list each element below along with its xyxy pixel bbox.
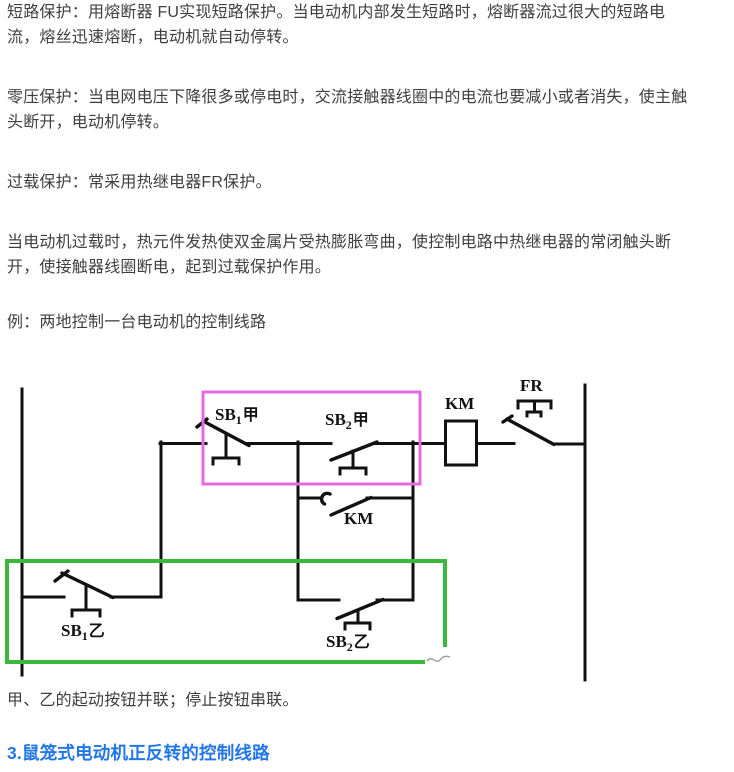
sb1-jia-stop-button [195,417,251,466]
text-line: 甲、乙的起动按钮并联；停止按钮串联。 [7,692,299,709]
text-line: 短路保护：用熔断器 FU实现短路保护。当电动机内部发生短路时，熔断器流过很大的短… [7,4,666,21]
pushbutton-actuator [70,585,102,618]
paragraph-zero-voltage-protection: 零压保护：当电网电压下降很多或停电时，交流接触器线圈中的电流也要减小或者消失，使… [7,85,687,135]
km-coil [444,419,478,467]
text-line: 零压保护：当电网电压下降很多或停电时，交流接触器线圈中的电流也要减小或者消失，使… [7,89,688,106]
km-aux-label: KM [344,509,373,528]
text-line: 过载保护：常采用热继电器FR保护。 [7,174,272,191]
sb2-yi-start-button [296,597,415,631]
text-line: 流，熔丝迅速熔断，电动机就自动停转。 [7,29,299,46]
paragraph-overload-protection: 过载保护：常采用热继电器FR保护。 [7,170,272,195]
pink-highlight-box [201,390,422,486]
sb1-jia-label: SB1甲 [215,405,259,427]
km-aux-contact [296,491,415,517]
text-line: 开，使接触器线圈断电，起到过载保护作用。 [7,259,332,276]
text-line: 头断开，电动机停转。 [7,114,170,131]
paragraph-short-circuit-protection: 短路保护：用熔断器 FU实现短路保护。当电动机内部发生短路时，熔断器流过很大的短… [7,0,665,50]
thermal-element-symbol [516,399,553,418]
contact-blade [329,495,373,517]
sb1-yi-label: SB1乙 [61,621,105,643]
pushbutton-actuator [338,449,368,476]
paragraph-diagram-caption: 甲、乙的起动按钮并联；停止按钮串联。 [7,688,299,713]
contact-blade [335,597,385,621]
paragraph-overload-explanation: 当电动机过载时，热元件发热使双金属片受热膨胀弯曲，使控制电路中热继电器的常闭触头… [7,230,671,280]
paragraph-example-intro: 例：两地控制一台电动机的控制线路 [7,310,266,335]
contact-curl [319,491,332,506]
fr-label: FR [520,376,543,395]
pushbutton-actuator [343,609,372,631]
sb2-jia-label: SB2甲 [325,410,369,432]
sb2-jia-start-button [329,440,379,476]
contact-blade [60,571,115,600]
contact-tick [53,569,70,583]
green-highlight-box [5,559,447,664]
fr-thermal-contact [501,399,556,447]
text-line: 当电动机过载时，热元件发热使双金属片受热膨胀弯曲，使控制电路中热继电器的常闭触头… [7,234,672,251]
text-line: 例：两地控制一台电动机的控制线路 [7,314,267,331]
sb1-yi-stop-button [20,569,163,618]
watermark-scribble [426,655,451,662]
section-heading: 3.鼠笼式电动机正反转的控制线路 [7,743,270,763]
pushbutton-actuator [211,432,241,466]
km-coil-label: KM [445,394,474,413]
sb2-yi-label: SB2乙 [326,632,370,654]
contact-blade [505,417,556,447]
control-circuit-diagram: SB1甲 SB2甲 KM FR KM SB1乙 SB2乙 [5,376,587,682]
